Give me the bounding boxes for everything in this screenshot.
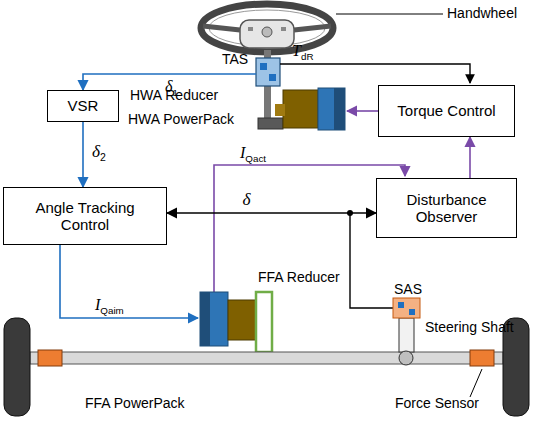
steering-rack <box>30 352 503 364</box>
leader-line <box>336 14 443 15</box>
ffa-powerpack-end <box>200 292 210 346</box>
hwa-reducer <box>283 90 318 128</box>
ffa-powerpack <box>200 292 228 346</box>
part-label: Handwheel <box>447 6 517 21</box>
signal-label: δ <box>242 191 252 212</box>
part-label: IQaim <box>95 296 124 317</box>
process-box: Angle Tracking Control <box>3 187 167 245</box>
pinion <box>399 351 413 365</box>
tie-rod-right <box>470 350 494 366</box>
process-box: Torque Control <box>378 85 515 137</box>
tas-sensor <box>256 58 280 86</box>
signal-arrow <box>82 122 84 187</box>
hwa-powerpack <box>318 88 345 130</box>
hwa-reducer-shaft <box>275 104 285 116</box>
box-label: Angle Tracking Control <box>4 197 166 236</box>
part-label: TAS <box>222 52 248 67</box>
box-label: Disturbance Observer <box>377 189 516 228</box>
part-label: SAS <box>394 282 422 297</box>
part-label: FFA Reducer <box>258 270 340 285</box>
hwa-gear <box>258 118 283 129</box>
sas-sensor <box>393 298 420 318</box>
wheel-left <box>4 318 30 416</box>
steering-shaft <box>399 318 414 352</box>
signal-arrow <box>167 212 376 214</box>
part-label: HWA Reducer <box>130 88 218 103</box>
tie-rod-left <box>38 350 62 366</box>
process-box: VSR <box>47 90 119 122</box>
part-label: TdR <box>292 42 313 63</box>
box-label: VSR <box>62 95 105 116</box>
process-box: Disturbance Observer <box>376 178 517 238</box>
part-label: Steering Shaft <box>425 320 514 335</box>
signal-arrow <box>469 137 471 178</box>
part-label: FFA PowerPack <box>85 396 185 411</box>
signal-label: δ2 <box>91 143 107 164</box>
box-label: Torque Control <box>391 100 501 121</box>
ffa-reducer <box>228 300 256 340</box>
leader-line <box>470 369 482 397</box>
current-aim-wire <box>60 245 198 318</box>
torque-demand-wire <box>280 64 470 83</box>
handwheel-drawing <box>201 4 333 52</box>
ffa-reducer-ring <box>256 292 272 352</box>
part-label: Force Sensor <box>395 396 479 411</box>
part-label: IQact <box>240 144 266 165</box>
part-label: HWA PowerPack <box>128 112 234 127</box>
hwa-powerpack-end <box>334 88 345 130</box>
torque-command-wire <box>347 110 378 112</box>
